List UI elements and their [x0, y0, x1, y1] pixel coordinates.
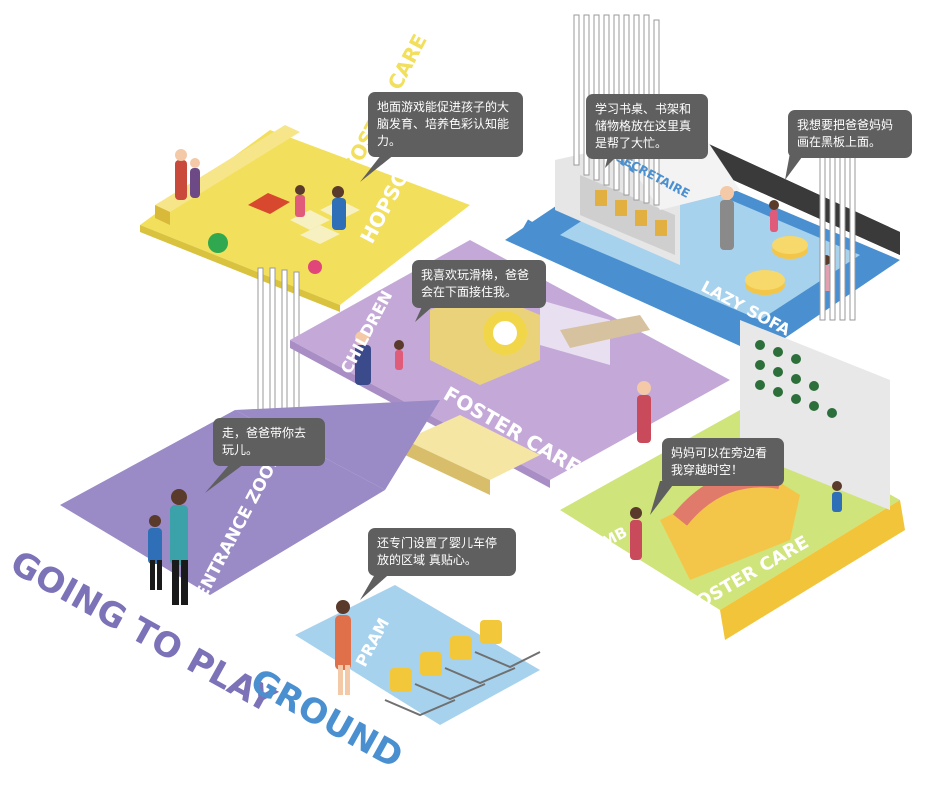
bubble-text: 我喜欢玩滑梯，爸爸会在下面接住我。 — [421, 268, 530, 299]
hopscotch-platform — [140, 125, 470, 312]
bubble-text: 学习书桌、书架和储物格放在这里真是帮了大忙。 — [595, 102, 692, 150]
speech-bubble-walk: 走，爸爸带你去玩儿。 — [213, 418, 325, 466]
speech-bubble-blackboard: 我想要把爸爸妈妈画在黑板上面。 — [788, 110, 912, 158]
pram-platform — [295, 585, 541, 725]
bubble-text: 还专门设置了婴儿车停放的区域 真贴心。 — [377, 536, 498, 567]
bubble-text: 走，爸爸带你去玩儿。 — [222, 426, 307, 457]
bubble-text: 我想要把爸爸妈妈画在黑板上面。 — [797, 118, 894, 149]
speech-bubble-study-desk: 学习书桌、书架和储物格放在这里真是帮了大忙。 — [586, 94, 708, 159]
study-platform — [505, 130, 900, 355]
speech-bubble-slide: 我喜欢玩滑梯，爸爸会在下面接住我。 — [412, 260, 546, 308]
speech-bubble-mom-watch: 妈妈可以在旁边看我穿越时空！ — [662, 438, 784, 486]
bubble-text: 地面游戏能促进孩子的大脑发育、培养色彩认知能力。 — [377, 100, 510, 148]
bubble-text: 妈妈可以在旁边看我穿越时空！ — [671, 446, 768, 477]
speech-bubble-pram-area: 还专门设置了婴儿车停放的区域 真贴心。 — [368, 528, 516, 576]
speech-bubble-ground-games: 地面游戏能促进孩子的大脑发育、培养色彩认知能力。 — [368, 92, 523, 157]
